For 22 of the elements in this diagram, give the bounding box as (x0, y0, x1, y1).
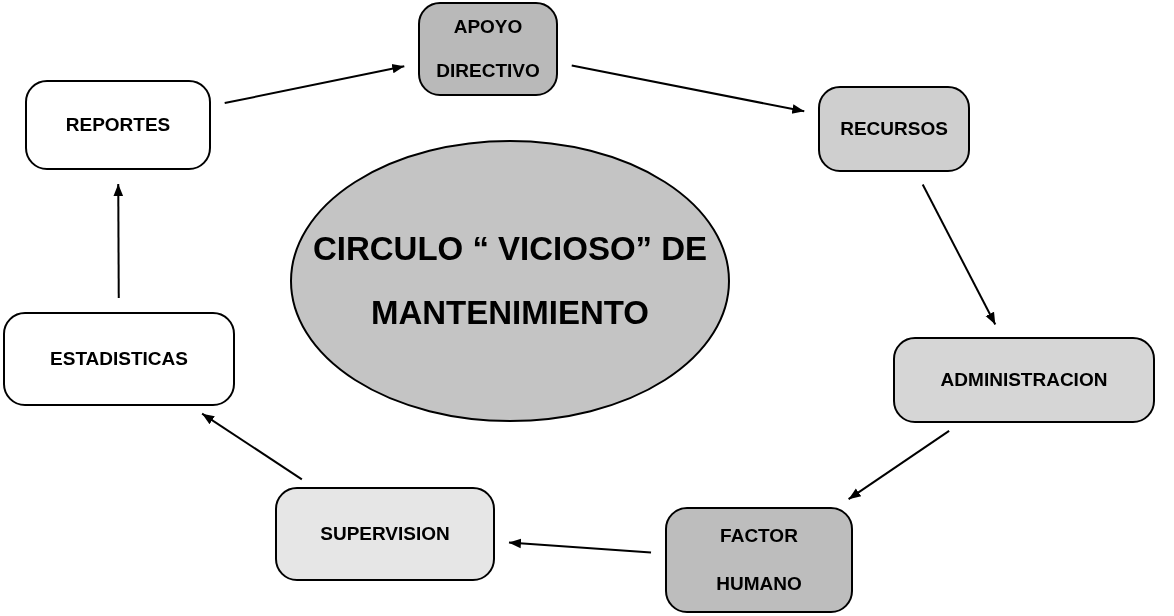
arrow (921, 183, 997, 326)
arrow (507, 538, 653, 554)
node-label: FACTOR HUMANO (715, 524, 803, 596)
node-label: REPORTES (65, 112, 171, 137)
process-box (275, 487, 495, 581)
process-box (818, 86, 970, 172)
arrow (201, 412, 303, 481)
arrow (570, 64, 806, 114)
process-box (3, 312, 235, 406)
node-label: SUPERVISION (320, 521, 450, 546)
arrow (847, 429, 951, 501)
process-box (25, 80, 211, 170)
arrow (113, 183, 124, 299)
process-box (665, 507, 853, 613)
process-box (893, 337, 1155, 423)
arrow (223, 63, 406, 105)
node-label: CIRCULO “ VICIOSO” DE MANTENIMIENTO (311, 229, 709, 333)
node-label: RECURSOS (840, 116, 948, 141)
process-box (418, 2, 558, 96)
node-label: ESTADISTICAS (50, 346, 188, 371)
node-label: APOYO DIRECTIVO (435, 15, 541, 83)
node-label: ADMINISTRACION (940, 367, 1108, 392)
